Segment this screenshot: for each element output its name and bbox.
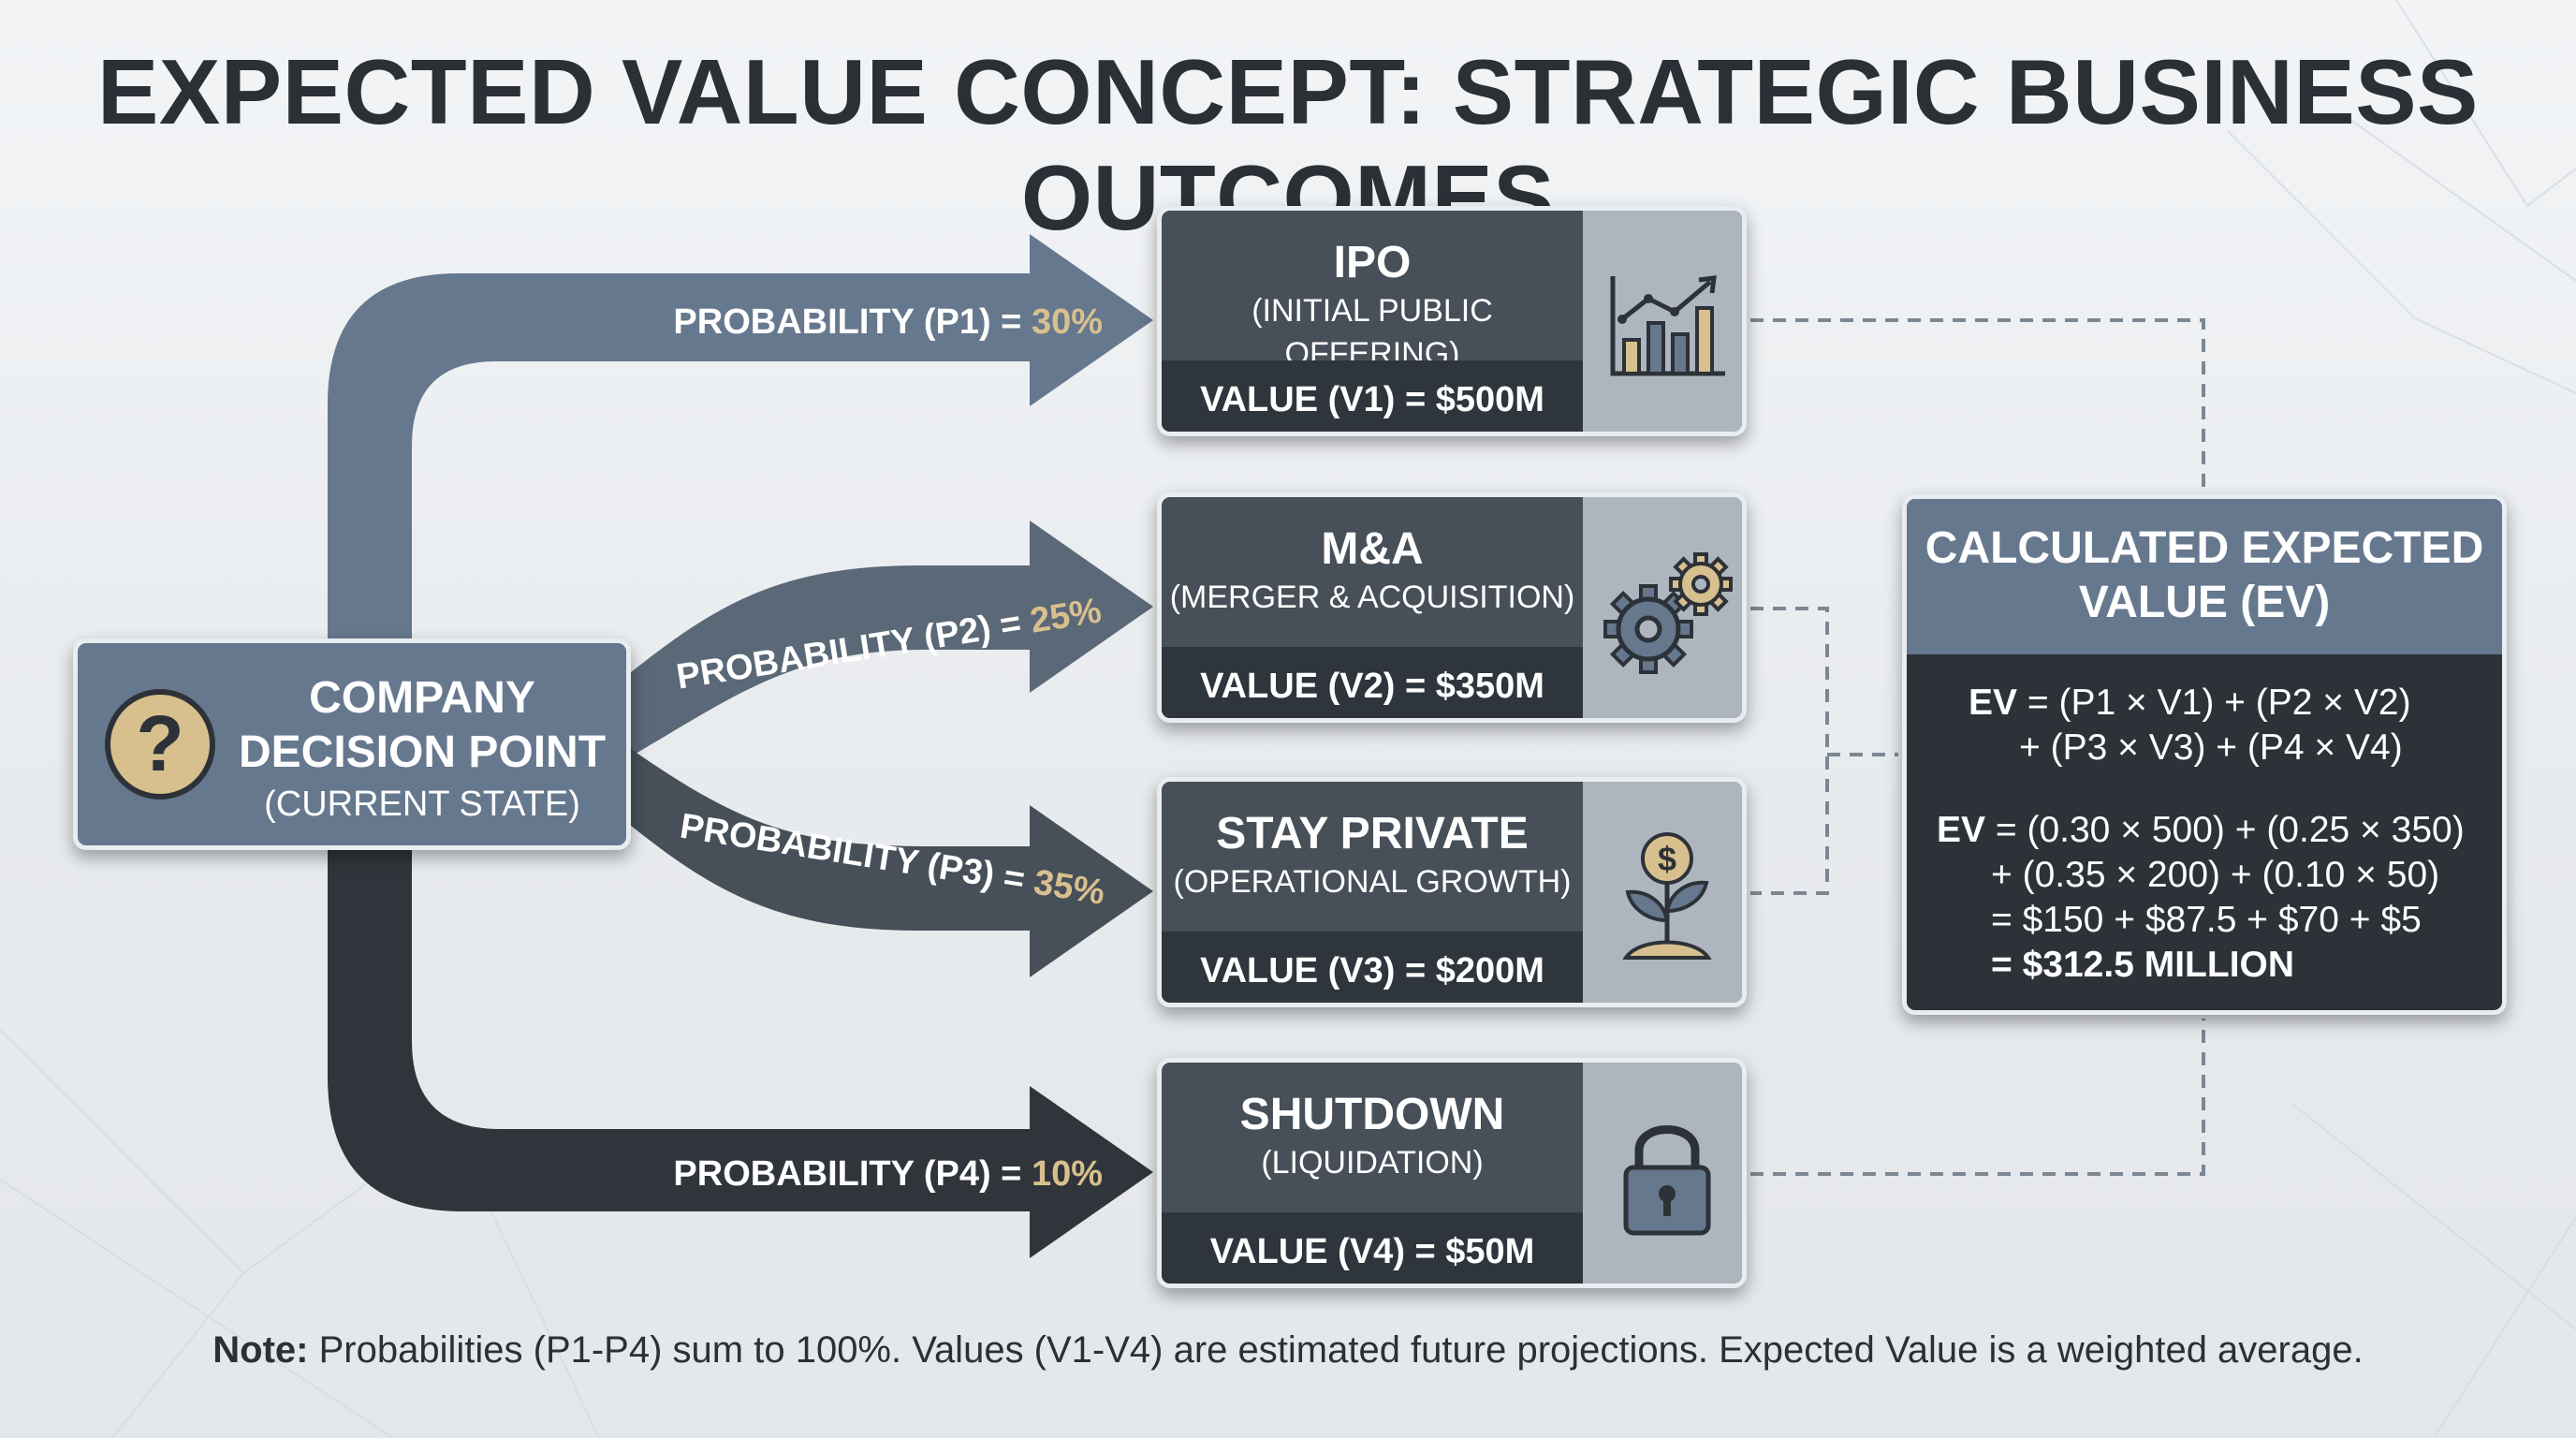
- outcome-name: M&A: [1321, 524, 1424, 574]
- growth-chart-icon: [1610, 275, 1725, 376]
- outcome-name: IPO: [1333, 238, 1412, 287]
- branch-arrow-1: [328, 234, 1153, 638]
- ev-title-line1: CALCULATED EXPECTED: [1925, 523, 2484, 573]
- decision-title-line2: DECISION POINT: [238, 727, 607, 777]
- outcome-card-ma: M&A (MERGER & ACQUISITION) VALUE (V2) = …: [1157, 492, 1747, 723]
- outcome-subtitle: (INITIAL PUBLIC OFFERING): [1251, 293, 1493, 372]
- connector-ipo: [1750, 318, 2205, 491]
- outcome-card-stay-private: STAY PRIVATE (OPERATIONAL GROWTH) VALUE …: [1157, 777, 1747, 1007]
- connector-ma: [1750, 607, 1829, 895]
- connector-shutdown: [1750, 1019, 2205, 1176]
- outcome-value: VALUE (V3) = $200M: [1162, 932, 1583, 1003]
- ev-calc-line2: + (0.35 × 200) + (0.10 × 50): [1991, 855, 2440, 895]
- svg-text:$: $: [1658, 840, 1676, 878]
- footnote: Note: Probabilities (P1-P4) sum to 100%.…: [212, 1329, 2364, 1371]
- decision-point-box: ? COMPANY DECISION POINT (CURRENT STATE): [73, 638, 631, 850]
- ev-calc-line1: EV = (0.30 × 500) + (0.25 × 350): [1937, 810, 2465, 850]
- outcome-subtitle: (LIQUIDATION): [1261, 1145, 1484, 1181]
- gears-icon: [1603, 552, 1733, 674]
- outcome-value: VALUE (V2) = $350M: [1162, 647, 1583, 718]
- outcome-card-ipo: IPO (INITIAL PUBLIC OFFERING) VALUE (V1)…: [1157, 206, 1747, 436]
- ev-title-line2: VALUE (EV): [2078, 578, 2331, 627]
- outcome-value: VALUE (V1) = $500M: [1162, 360, 1583, 432]
- outcome-subtitle: (MERGER & ACQUISITION): [1169, 580, 1575, 615]
- question-mark-icon: ?: [105, 689, 215, 800]
- decision-subtitle: (CURRENT STATE): [264, 785, 580, 824]
- ev-formula-line1: EV = (P1 × V1) + (P2 × V2): [1969, 682, 2411, 723]
- outcome-value: VALUE (V4) = $50M: [1162, 1212, 1583, 1284]
- outcome-name: SHUTDOWN: [1239, 1090, 1505, 1139]
- money-plant-icon: $: [1622, 832, 1712, 960]
- padlock-icon: [1623, 1125, 1711, 1236]
- branch-label-1: PROBABILITY (P1) = 30%: [673, 302, 1103, 342]
- expected-value-box: CALCULATED EXPECTED VALUE (EV) EV = (P1 …: [1902, 494, 2507, 1015]
- branch-label-4: PROBABILITY (P4) = 10%: [673, 1154, 1103, 1194]
- svg-text:?: ?: [136, 699, 183, 787]
- outcome-card-shutdown: SHUTDOWN (LIQUIDATION) VALUE (V4) = $50M: [1157, 1058, 1747, 1288]
- outcome-subtitle: (OPERATIONAL GROWTH): [1173, 864, 1572, 900]
- branch-arrow-2: [631, 521, 1153, 756]
- outcome-name: STAY PRIVATE: [1216, 809, 1529, 858]
- branch-arrow-3: [631, 749, 1153, 977]
- ev-result: = $312.5 MILLION: [1991, 945, 2295, 985]
- decision-title-line1: COMPANY: [309, 673, 535, 723]
- branch-arrow-4: [328, 850, 1153, 1258]
- ev-formula-line2: + (P3 × V3) + (P4 × V4): [2019, 727, 2403, 768]
- ev-calc-line3: = $150 + $87.5 + $70 + $5: [1991, 900, 2422, 940]
